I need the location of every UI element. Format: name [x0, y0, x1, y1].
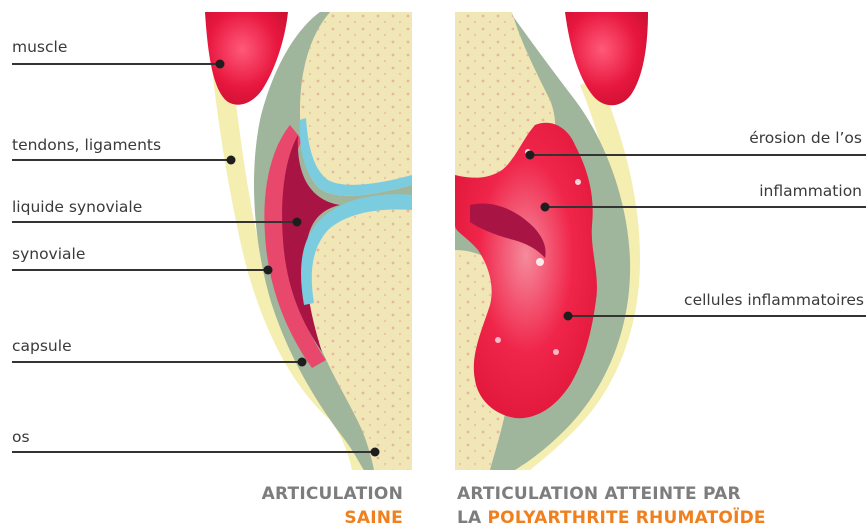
label-capsule: capsule	[12, 337, 72, 355]
ra-joint-illustration	[455, 12, 648, 470]
label-liquide-synoviale: liquide synoviale	[12, 198, 142, 216]
ra-muscle	[565, 12, 648, 105]
caption-ra-line2: LA POLYARTHRITE RHUMATOÏDE	[457, 508, 766, 528]
caption-healthy-line1: ARTICULATION	[262, 484, 403, 504]
caption-ra-highlight: POLYARTHRITE RHUMATOÏDE	[488, 508, 766, 528]
label-muscle: muscle	[12, 38, 67, 56]
label-os: os	[12, 428, 30, 446]
label-cellules-inflammatoires: cellules inflammatoires	[684, 291, 864, 309]
caption-healthy-line2: SAINE	[344, 508, 403, 528]
caption-ra-prefix: LA	[457, 508, 488, 528]
label-tendons-ligaments: tendons, ligaments	[12, 136, 161, 154]
healthy-joint-illustration	[205, 12, 412, 470]
label-erosion-os: érosion de l’os	[749, 129, 862, 147]
label-synoviale: synoviale	[12, 245, 85, 263]
caption-ra-line1: ARTICULATION ATTEINTE PAR	[457, 484, 741, 504]
label-inflammation: inflammation	[759, 182, 862, 200]
leader-lines	[12, 60, 866, 457]
